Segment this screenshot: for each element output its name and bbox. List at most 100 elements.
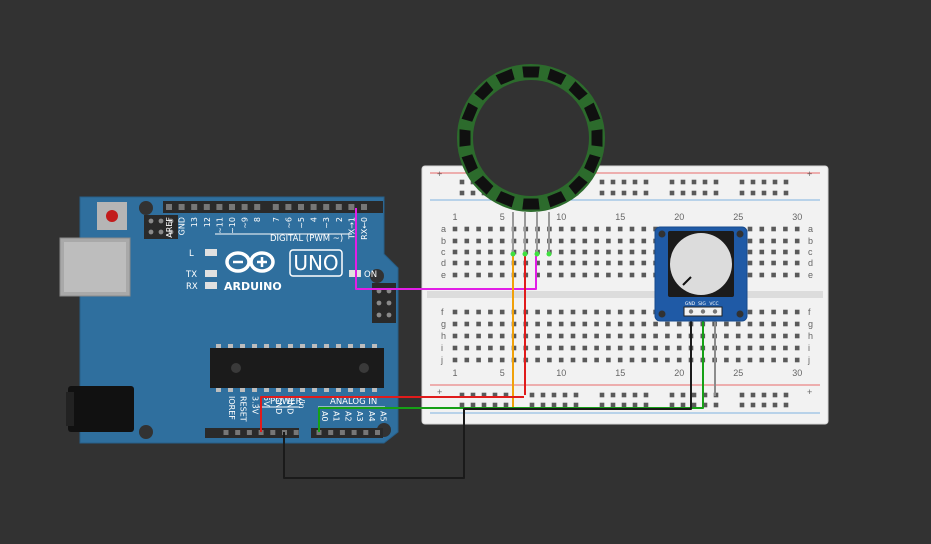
- breadboard-hole[interactable]: [669, 179, 675, 185]
- breadboard-hole[interactable]: [606, 260, 611, 266]
- breadboard-hole[interactable]: [481, 392, 487, 398]
- breadboard-hole[interactable]: [617, 309, 623, 315]
- breadboard-hole[interactable]: [750, 402, 756, 408]
- breadboard-hole[interactable]: [759, 321, 765, 327]
- breadboard-hole[interactable]: [610, 190, 616, 196]
- analog-pin[interactable]: [363, 430, 369, 435]
- breadboard-hole[interactable]: [470, 392, 476, 398]
- breadboard-hole[interactable]: [582, 249, 588, 255]
- breadboard-hole[interactable]: [464, 345, 470, 351]
- breadboard-hole[interactable]: [459, 402, 465, 408]
- breadboard-hole[interactable]: [621, 179, 627, 185]
- breadboard-hole[interactable]: [606, 226, 611, 232]
- power-pin[interactable]: [270, 430, 276, 435]
- breadboard-hole[interactable]: [783, 357, 788, 363]
- breadboard-hole[interactable]: [747, 238, 753, 244]
- breadboard-hole[interactable]: [653, 345, 658, 351]
- breadboard-hole[interactable]: [629, 226, 635, 232]
- breadboard-hole[interactable]: [761, 392, 767, 398]
- breadboard-hole[interactable]: [547, 309, 552, 315]
- breadboard-hole[interactable]: [739, 402, 745, 408]
- breadboard-hole[interactable]: [452, 309, 458, 315]
- breadboard-hole[interactable]: [665, 321, 670, 327]
- breadboard-hole[interactable]: [759, 260, 765, 266]
- breadboard-hole[interactable]: [783, 260, 788, 266]
- breadboard-hole[interactable]: [629, 357, 635, 363]
- breadboard-hole[interactable]: [599, 392, 605, 398]
- breadboard-hole[interactable]: [771, 226, 776, 232]
- breadboard-hole[interactable]: [629, 260, 635, 266]
- breadboard-hole[interactable]: [594, 272, 599, 278]
- breadboard-hole[interactable]: [794, 226, 800, 232]
- breadboard-hole[interactable]: [606, 309, 611, 315]
- breadboard-hole[interactable]: [535, 321, 540, 327]
- breadboard-hole[interactable]: [771, 345, 776, 351]
- breadboard-hole[interactable]: [783, 392, 789, 398]
- breadboard-hole[interactable]: [470, 402, 476, 408]
- breadboard-hole[interactable]: [476, 226, 481, 232]
- breadboard-hole[interactable]: [771, 249, 776, 255]
- breadboard-hole[interactable]: [783, 190, 789, 196]
- breadboard-hole[interactable]: [653, 321, 658, 327]
- breadboard-hole[interactable]: [459, 179, 465, 185]
- breadboard-hole[interactable]: [669, 392, 675, 398]
- breadboard-hole[interactable]: [676, 333, 682, 339]
- breadboard-hole[interactable]: [610, 402, 616, 408]
- breadboard-hole[interactable]: [452, 226, 458, 232]
- breadboard-hole[interactable]: [464, 333, 470, 339]
- breadboard-hole[interactable]: [499, 321, 505, 327]
- breadboard-hole[interactable]: [464, 272, 470, 278]
- breadboard-hole[interactable]: [570, 333, 576, 339]
- breadboard-hole[interactable]: [570, 272, 576, 278]
- breadboard-hole[interactable]: [643, 392, 649, 398]
- breadboard-hole[interactable]: [570, 238, 576, 244]
- breadboard-hole[interactable]: [594, 345, 599, 351]
- breadboard-hole[interactable]: [476, 249, 481, 255]
- breadboard-hole[interactable]: [492, 392, 498, 398]
- breadboard-hole[interactable]: [750, 179, 756, 185]
- breadboard-hole[interactable]: [547, 345, 552, 351]
- breadboard-hole[interactable]: [558, 226, 564, 232]
- breadboard-hole[interactable]: [783, 179, 789, 185]
- breadboard-hole[interactable]: [488, 345, 493, 351]
- breadboard-hole[interactable]: [735, 345, 741, 351]
- breadboard-hole[interactable]: [464, 357, 470, 363]
- breadboard-hole[interactable]: [499, 309, 505, 315]
- breadboard-hole[interactable]: [761, 179, 767, 185]
- breadboard-hole[interactable]: [481, 402, 487, 408]
- breadboard-hole[interactable]: [724, 333, 729, 339]
- breadboard-hole[interactable]: [594, 333, 599, 339]
- breadboard-hole[interactable]: [750, 190, 756, 196]
- power-pin[interactable]: [258, 430, 264, 435]
- breadboard-hole[interactable]: [680, 179, 686, 185]
- breadboard-hole[interactable]: [771, 272, 776, 278]
- breadboard-hole[interactable]: [540, 402, 546, 408]
- breadboard-hole[interactable]: [629, 272, 635, 278]
- breadboard-hole[interactable]: [669, 190, 675, 196]
- breadboard-hole[interactable]: [558, 345, 564, 351]
- breadboard-hole[interactable]: [747, 226, 753, 232]
- breadboard-hole[interactable]: [558, 272, 564, 278]
- breadboard-hole[interactable]: [783, 309, 788, 315]
- digital-pin[interactable]: [272, 204, 279, 210]
- breadboard-hole[interactable]: [476, 238, 481, 244]
- breadboard-hole[interactable]: [464, 238, 470, 244]
- breadboard-hole[interactable]: [464, 321, 470, 327]
- breadboard-hole[interactable]: [794, 357, 800, 363]
- breadboard-hole[interactable]: [747, 333, 753, 339]
- breadboard-hole[interactable]: [503, 402, 509, 408]
- breadboard-hole[interactable]: [759, 357, 765, 363]
- breadboard-hole[interactable]: [547, 321, 552, 327]
- breadboard-hole[interactable]: [794, 321, 800, 327]
- breadboard-hole[interactable]: [759, 226, 765, 232]
- breadboard-hole[interactable]: [794, 260, 800, 266]
- analog-pin[interactable]: [339, 430, 345, 435]
- breadboard-hole[interactable]: [464, 249, 470, 255]
- breadboard-hole[interactable]: [747, 309, 753, 315]
- breadboard-hole[interactable]: [535, 309, 540, 315]
- digital-pin[interactable]: [178, 204, 185, 210]
- breadboard-hole[interactable]: [535, 333, 540, 339]
- breadboard-hole[interactable]: [665, 357, 670, 363]
- breadboard-hole[interactable]: [470, 190, 476, 196]
- breadboard-hole[interactable]: [573, 402, 579, 408]
